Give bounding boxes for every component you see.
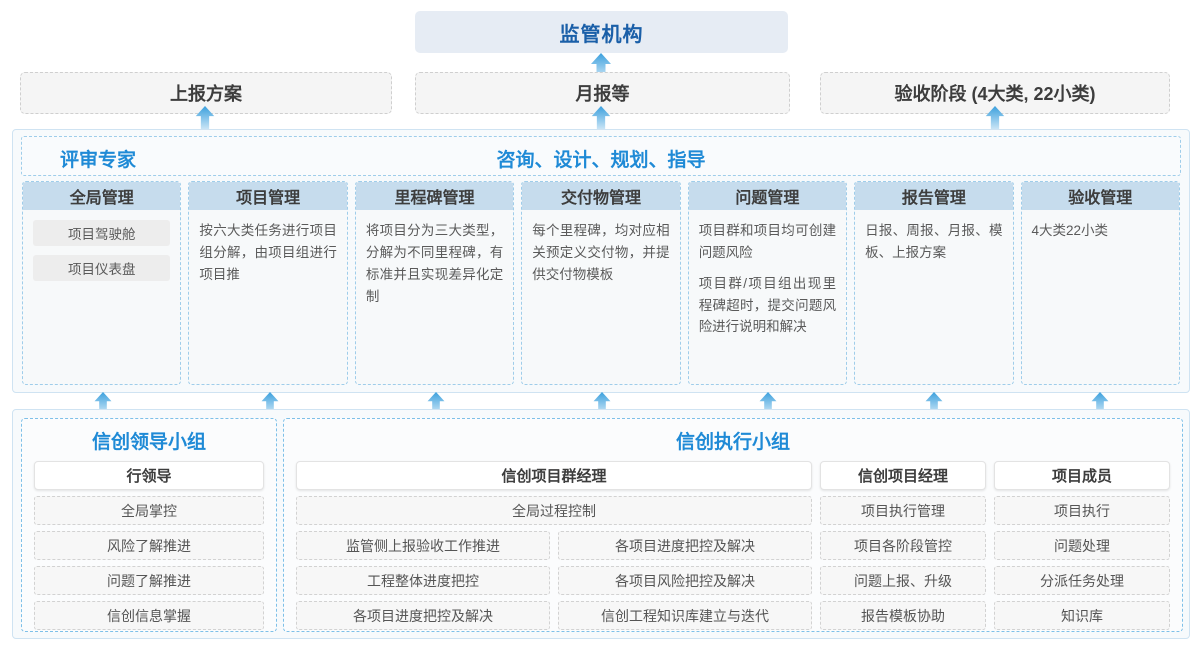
platform-column-acceptance[interactable]: 验收管理 4大类22小类 [1020,181,1180,385]
task-item[interactable]: 全局掌控 [34,496,264,525]
task-item[interactable]: 问题处理 [994,531,1170,560]
task-item[interactable]: 风险了解推进 [34,531,264,560]
column-description: 4大类22小类 [1031,223,1109,238]
report-box-monthly: 月报等 [415,72,790,114]
task-item[interactable]: 各项目进度把控及解决 [558,531,812,560]
task-item[interactable]: 监管侧上报验收工作推进 [296,531,550,560]
column-description: 将项目分为三大类型，分解为不同里程碑，有标准并且实现差异化定制 [365,223,504,304]
task-item[interactable]: 知识库 [994,601,1170,630]
group-title-execution: 信创执行小组 [675,432,790,453]
group-leadership: 信创领导小组 行领导 全局掌控 风险了解推进 问题了解推进 信创信息掌握 [21,418,277,632]
report-box-plan: 上报方案 [20,72,392,114]
column-description: 项目群和项目均可创建问题风险 [698,223,837,260]
exec-column-program-manager: 信创项目群经理 全局过程控制 监管侧上报验收工作推进 工程整体进度把控 各项目进… [296,461,812,630]
pill-item[interactable]: 项目驾驶舱 [33,220,171,246]
report-box-acceptance: 验收阶段 (4大类, 22小类) [820,72,1170,114]
column-title: 项目管理 [189,182,347,210]
role-header-project-manager[interactable]: 信创项目经理 [820,461,986,490]
task-item[interactable]: 问题上报、升级 [820,566,986,595]
platform-column-milestone[interactable]: 里程碑管理 将项目分为三大类型，分解为不同里程碑，有标准并且实现差异化定制 [354,181,515,385]
column-title: 问题管理 [688,182,847,210]
platform-panel: 评审专家 咨询、设计、规划、指导 全局管理 项目驾驶舱 项目仪表盘 项目管理 按… [12,129,1190,393]
column-description: 日报、周报、月报、模板、上报方案 [865,223,1003,260]
task-item[interactable]: 项目执行管理 [820,496,986,525]
platform-column-global[interactable]: 全局管理 项目驾驶舱 项目仪表盘 [22,181,182,385]
pill-item[interactable]: 项目仪表盘 [33,255,171,281]
column-title: 交付物管理 [522,182,680,210]
platform-column-deliverable[interactable]: 交付物管理 每个里程碑，均对应相关预定义交付物，并提供交付物模板 [521,181,681,385]
task-item[interactable]: 问题了解推进 [34,566,264,595]
platform-label-consulting: 咨询、设计、规划、指导 [496,150,706,171]
column-title: 全局管理 [23,182,181,210]
bottom-panel: 信创领导小组 行领导 全局掌控 风险了解推进 问题了解推进 信创信息掌握 信创执… [12,409,1190,639]
task-item[interactable]: 各项目风险把控及解决 [558,566,812,595]
group-execution: 信创执行小组 信创项目群经理 全局过程控制 监管侧上报验收工作推进 工程整体进度… [283,418,1183,632]
role-header-member[interactable]: 项目成员 [994,461,1170,490]
column-title: 报告管理 [855,182,1013,210]
column-title: 验收管理 [1021,182,1179,210]
platform-column-issue[interactable]: 问题管理 项目群和项目均可创建问题风险 项目群/项目组出现里程碑超时，提交问题风… [687,181,848,385]
task-item[interactable]: 信创信息掌握 [34,601,264,630]
platform-column-report[interactable]: 报告管理 日报、周报、月报、模板、上报方案 [854,181,1014,385]
regulator-box: 监管机构 [415,11,788,53]
column-description: 每个里程碑，均对应相关预定义交付物，并提供交付物模板 [532,223,670,282]
task-item[interactable]: 项目执行 [994,496,1170,525]
platform-column-project[interactable]: 项目管理 按六大类任务进行项目组分解，由项目组进行项目推 [188,181,348,385]
task-item[interactable]: 工程整体进度把控 [296,566,550,595]
task-item[interactable]: 各项目进度把控及解决 [296,601,550,630]
task-item[interactable]: 项目各阶段管控 [820,531,986,560]
exec-column-project-manager: 信创项目经理 项目执行管理 项目各阶段管控 问题上报、升级 报告模板协助 [820,461,986,630]
role-header-program-manager[interactable]: 信创项目群经理 [296,461,812,490]
column-description-secondary: 项目群/项目组出现里程碑超时，提交问题风险进行说明和解决 [698,275,837,335]
role-header-bank-leader[interactable]: 行领导 [34,461,264,490]
exec-column-member: 项目成员 项目执行 问题处理 分派任务处理 知识库 [994,461,1170,630]
task-item-full[interactable]: 全局过程控制 [296,496,812,525]
platform-header-strip: 评审专家 咨询、设计、规划、指导 [21,136,1181,176]
platform-label-experts: 评审专家 [60,150,137,171]
column-description: 按六大类任务进行项目组分解，由项目组进行项目推 [199,223,337,282]
task-item[interactable]: 分派任务处理 [994,566,1170,595]
task-item[interactable]: 信创工程知识库建立与迭代 [558,601,812,630]
task-item[interactable]: 报告模板协助 [820,601,986,630]
group-title-leadership: 信创领导小组 [91,432,206,453]
platform-columns: 全局管理 项目驾驶舱 项目仪表盘 项目管理 按六大类任务进行项目组分解，由项目组… [22,181,1180,385]
column-title: 里程碑管理 [355,182,514,210]
